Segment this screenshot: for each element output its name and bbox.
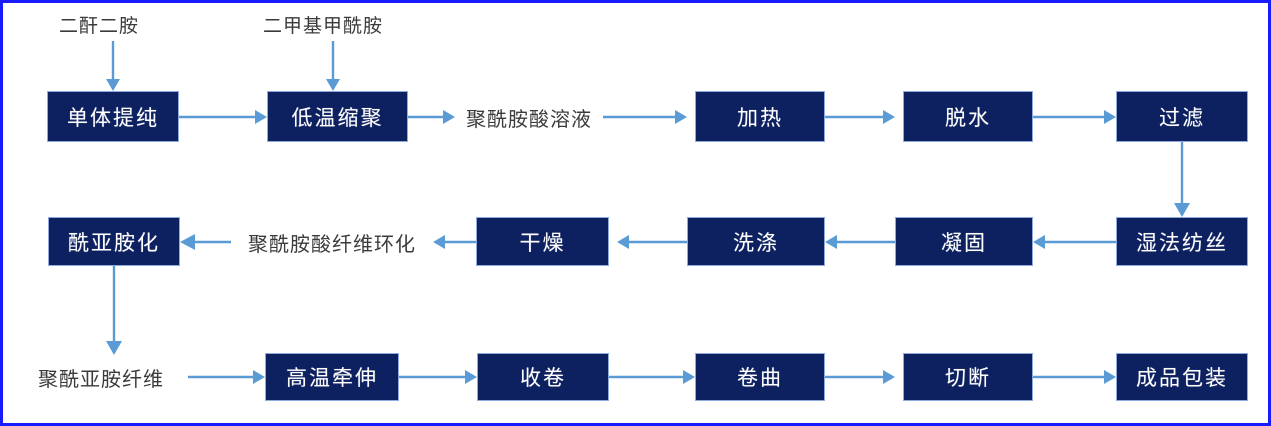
label-polyamic-acid-solution: 聚酰胺酸溶液 — [466, 108, 592, 131]
node-heating[interactable]: 加热 — [695, 91, 825, 142]
node-low-temp-polycondensation[interactable]: 低温缩聚 — [267, 91, 408, 142]
label-pa-fiber-cyclization: 聚酰胺酸纤维环化 — [248, 233, 416, 256]
node-dehydration[interactable]: 脱水 — [903, 91, 1033, 142]
node-washing[interactable]: 洗涤 — [687, 217, 825, 266]
arrow-polyimide-fiber-to-high-temp-drawing — [188, 370, 265, 384]
arrow-winding-to-crimping — [609, 370, 695, 384]
node-high-temp-drawing[interactable]: 高温牵伸 — [265, 353, 399, 401]
node-packaging[interactable]: 成品包装 — [1116, 353, 1248, 401]
arrow-imidization-to-polyimide-fiber — [106, 266, 122, 355]
arrow-high-temp-drawing-to-winding — [399, 370, 477, 384]
arrow-wet-spinning-to-coagulation — [1033, 235, 1116, 249]
arrow-washing-to-drying — [617, 235, 687, 249]
arrow-dehydration-to-filtration — [1033, 110, 1116, 124]
node-crimping[interactable]: 卷曲 — [695, 353, 825, 401]
node-winding[interactable]: 收卷 — [477, 353, 609, 401]
node-coagulation[interactable]: 凝固 — [895, 217, 1033, 266]
input-label-dimethylformamide: 二甲基甲酰胺 — [263, 16, 384, 37]
arrow-pa-fiber-cyclization-to-imidization — [180, 234, 231, 250]
node-monomer-purification[interactable]: 单体提纯 — [47, 91, 179, 142]
arrow-cutting-to-packaging — [1033, 370, 1116, 384]
arrow-coagulation-to-washing — [825, 235, 895, 249]
arrow-filtration-to-wet-spinning — [1174, 142, 1190, 217]
arrow-low-temp-polycondensation-to-polyamic-acid-solution — [408, 110, 455, 124]
label-polyimide-fiber: 聚酰亚胺纤维 — [38, 368, 164, 391]
arrow-crimping-to-cutting — [825, 370, 895, 384]
arrow-polyamic-acid-solution-to-heating — [603, 110, 687, 124]
input-label-dianhydride-diamine: 二酐二胺 — [59, 16, 140, 37]
arrow-drying-to-pa-fiber-cyclization — [433, 235, 476, 249]
node-drying[interactable]: 干燥 — [476, 217, 609, 266]
connector-layer — [106, 41, 1190, 384]
node-wet-spinning[interactable]: 湿法纺丝 — [1116, 217, 1248, 266]
arrow-heating-to-dehydration — [825, 110, 895, 124]
node-filtration[interactable]: 过滤 — [1116, 91, 1248, 142]
arrow-monomer-purification-to-low-temp-polycondensation — [179, 110, 267, 124]
node-cutting[interactable]: 切断 — [903, 353, 1033, 401]
arrow-dmf-to-low-temp-polycondensation — [326, 41, 340, 91]
arrow-dianhydride-to-monomer-purification — [106, 41, 120, 91]
node-imidization[interactable]: 酰亚胺化 — [48, 217, 180, 266]
